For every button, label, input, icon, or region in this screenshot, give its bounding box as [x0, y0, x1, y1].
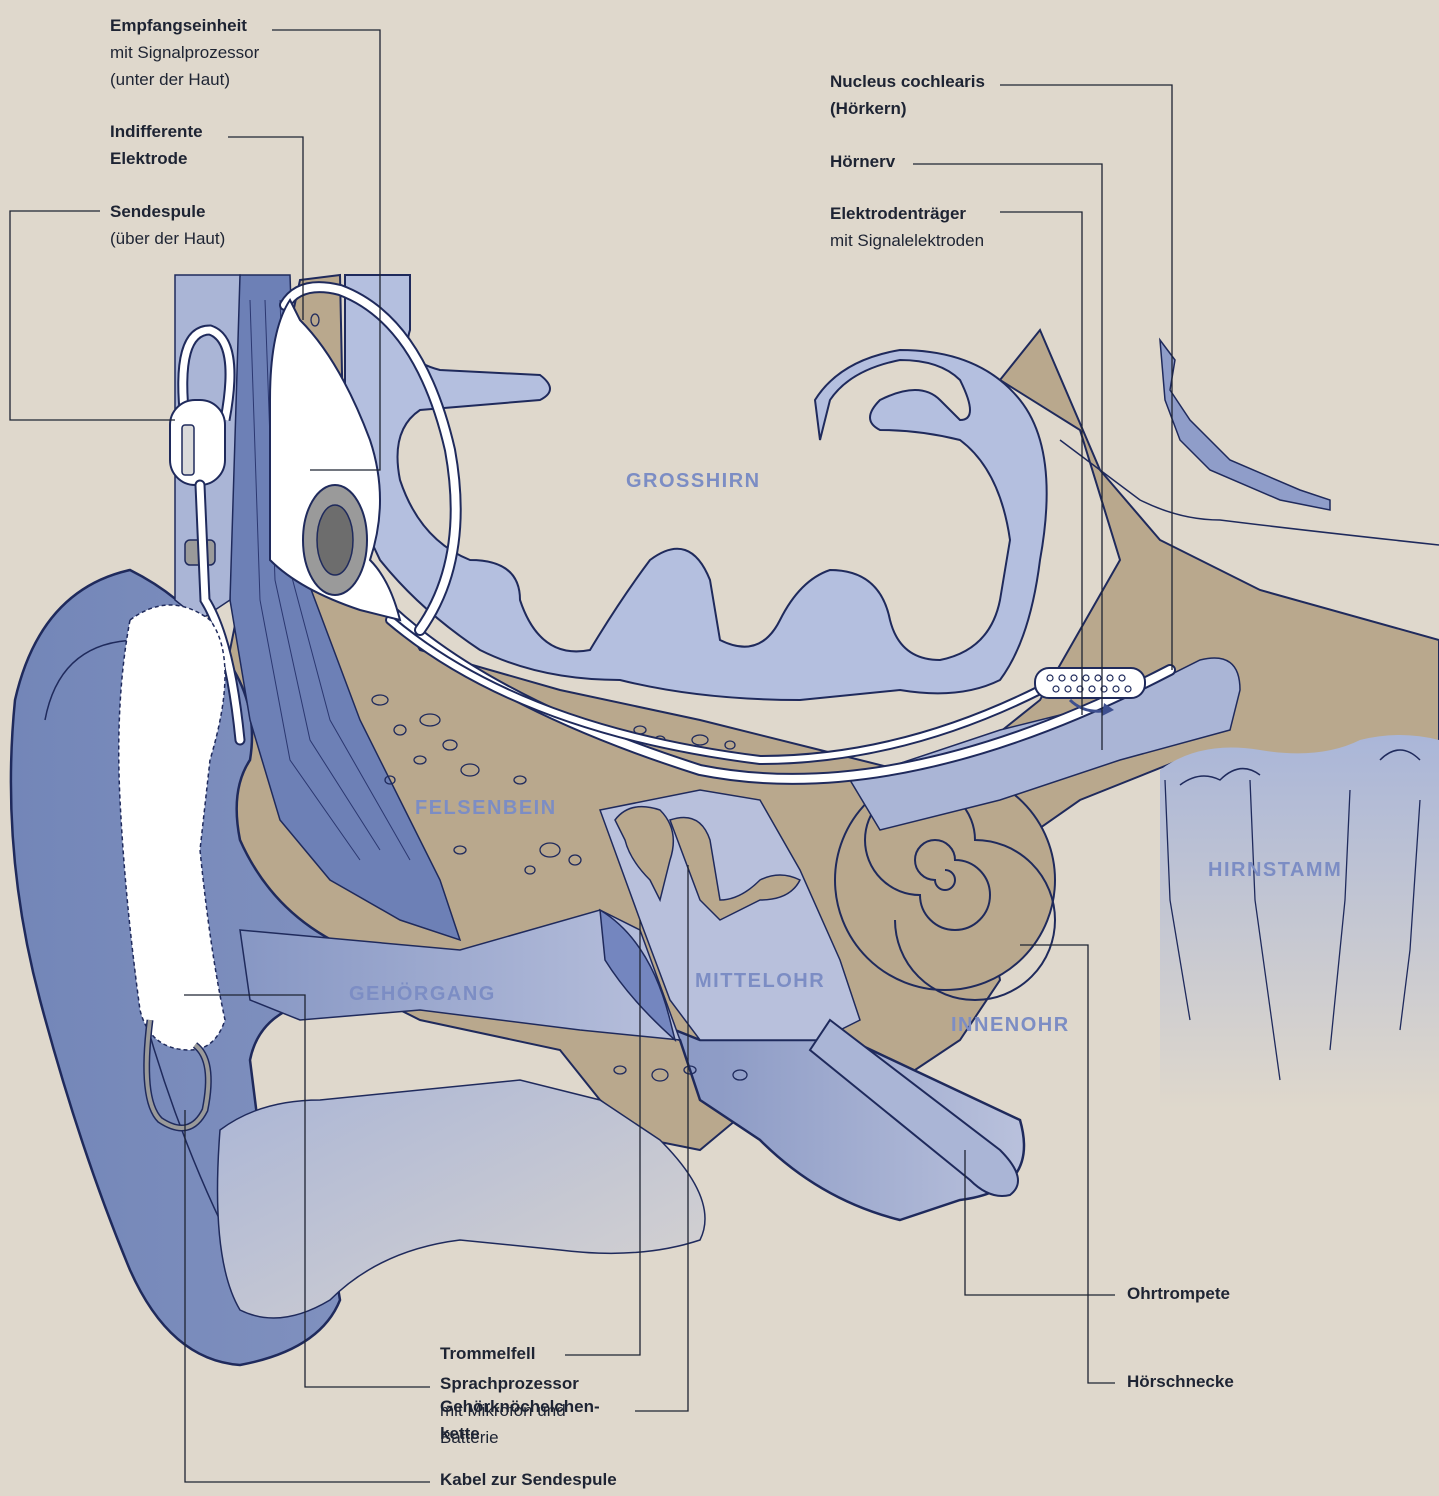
label-trommelfell-title: Trommelfell	[440, 1340, 535, 1367]
region-innenohr: INNENOHR	[951, 1014, 1070, 1037]
label-empfangseinheit-line1: mit Signalprozessor	[110, 39, 259, 66]
label-sendespule-title: Sendespule	[110, 198, 225, 225]
label-kabel-title: Kabel zur Sendespule	[440, 1466, 617, 1493]
label-sendespule: Sendespule (über der Haut)	[110, 198, 225, 252]
region-gehoergang: GEHÖRGANG	[349, 983, 496, 1006]
label-indifferente-line2: Elektrode	[110, 145, 203, 172]
label-ohrtrompete: Ohrtrompete	[1127, 1280, 1230, 1307]
label-nucleus-cochlearis: Nucleus cochlearis (Hörkern)	[830, 68, 985, 122]
region-grosshirn: GROSSHIRN	[626, 470, 761, 493]
label-gehoerknoechelchenkette: Gehörknöchelchen- kette	[440, 1393, 600, 1447]
label-nucleus-line2: (Hörkern)	[830, 95, 985, 122]
dura-strip	[1160, 340, 1330, 510]
label-gehoerknoechelchen-line2: kette	[440, 1420, 600, 1447]
label-hoernerv-title: Hörnerv	[830, 148, 895, 175]
label-hoernerv: Hörnerv	[830, 148, 895, 175]
label-elektrodentraeger-sub: mit Signalelektroden	[830, 227, 984, 254]
label-indifferente-elektrode: Indifferente Elektrode	[110, 118, 203, 172]
receiver-magnet-inner	[317, 505, 353, 575]
region-hirnstamm: HIRNSTAMM	[1208, 859, 1342, 882]
brainstem	[1160, 735, 1439, 1110]
label-elektrodentraeger-title: Elektrodenträger	[830, 200, 984, 227]
label-hoerschnecke: Hörschnecke	[1127, 1368, 1234, 1395]
label-gehoerknoechelchen-line1: Gehörknöchelchen-	[440, 1393, 600, 1420]
label-elektrodentraeger: Elektrodenträger mit Signalelektroden	[830, 200, 984, 254]
label-nucleus-line1: Nucleus cochlearis	[830, 68, 985, 95]
label-empfangseinheit-title: Empfangseinheit	[110, 12, 259, 39]
label-kabel-zur-sendespule: Kabel zur Sendespule	[440, 1466, 617, 1493]
label-trommelfell: Trommelfell	[440, 1340, 535, 1367]
label-indifferente-line1: Indifferente	[110, 118, 203, 145]
electrode-array	[1035, 668, 1145, 698]
region-felsenbein: FELSENBEIN	[415, 797, 557, 820]
label-hoerschnecke-title: Hörschnecke	[1127, 1368, 1234, 1395]
label-ohrtrompete-title: Ohrtrompete	[1127, 1280, 1230, 1307]
label-empfangseinheit: Empfangseinheit mit Signalprozessor (unt…	[110, 12, 259, 93]
region-mittelohr: MITTELOHR	[695, 970, 825, 993]
label-sendespule-sub: (über der Haut)	[110, 225, 225, 252]
label-empfangseinheit-line2: (unter der Haut)	[110, 66, 259, 93]
